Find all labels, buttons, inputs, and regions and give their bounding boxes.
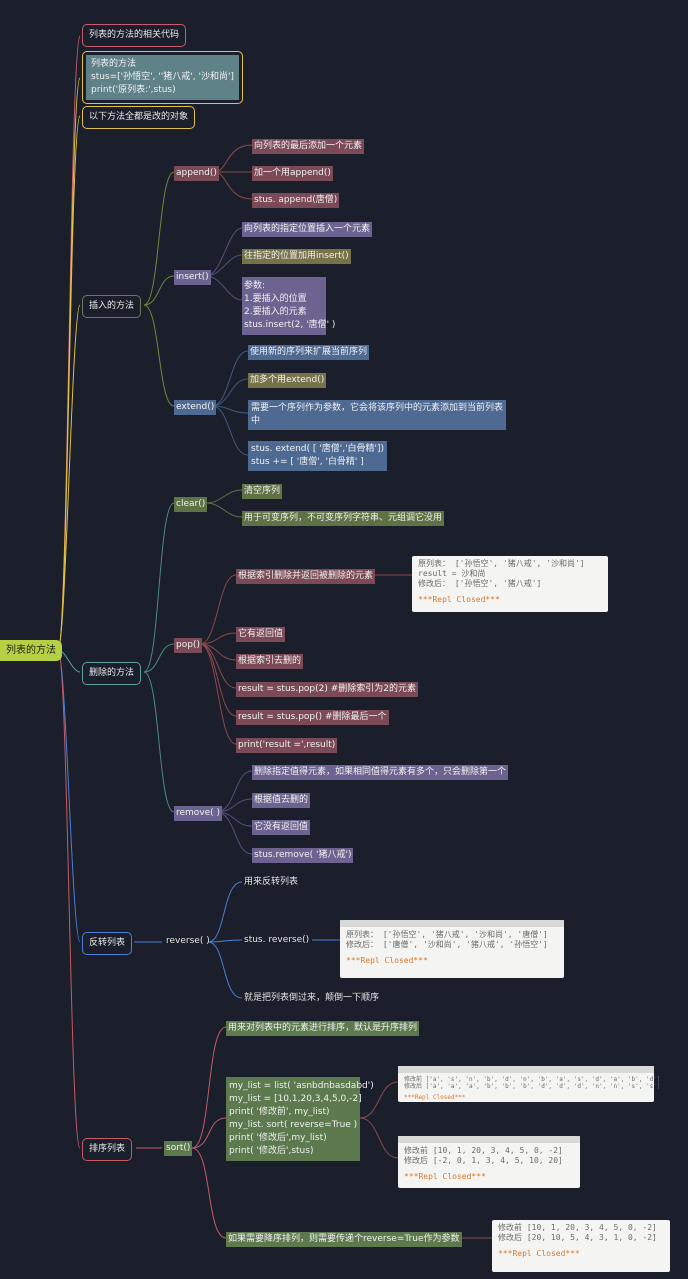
remove-method: remove( ) xyxy=(174,806,223,821)
console-closed: ***Repl Closed*** xyxy=(346,956,428,965)
insert-param-line: 2.要插入的元素 xyxy=(244,307,307,317)
sort-code-line: my_list. sort( reverse=True ) xyxy=(229,1120,358,1130)
clear-item: 用于可变序列，不可变序列字符串、元组调它没用 xyxy=(242,511,445,526)
sort-item: 如果需要降序排列，则需要传递个reverse=True作为参数 xyxy=(226,1232,462,1247)
console-line: 原列表： ['孙悟空', '猪八戒', '沙和尚'] xyxy=(418,559,585,568)
intro-title: 列表的方法的相关代码 xyxy=(82,24,187,47)
sort-code-line: print( '修改后',my_list) xyxy=(229,1133,327,1143)
reverse-method: reverse( ) xyxy=(166,936,210,946)
sort-console-output-1: 修改前 ['a', 's', 'n', 'b', 'd', 'n', 'b', … xyxy=(398,1066,661,1102)
extend-item: 使用新的序列来扩展当前序列 xyxy=(248,345,370,360)
intro-code-line: print('原列表:',stus) xyxy=(91,85,176,95)
console-line: 修改后： ['孙悟空', '猪八戒'] xyxy=(418,579,542,588)
console-line: 修改后 [20, 10, 5, 4, 3, 1, 0, -2] xyxy=(498,1233,657,1242)
pop-item: print('result =',result) xyxy=(236,738,338,753)
insert-item: 向列表的指定位置插入一个元素 xyxy=(242,222,373,237)
append-item: 向列表的最后添加一个元素 xyxy=(252,139,365,154)
intro-note: 以下方法全都是改的对象 xyxy=(82,106,196,129)
sort-code-line: print( '修改前', my_list) xyxy=(229,1107,330,1117)
pop-item: result = stus.pop(2) #删除索引为2的元素 xyxy=(236,682,419,697)
reverse-item: stus. reverse() xyxy=(244,935,310,945)
intro-code-box: 列表的方法 stus=['孙悟空', ''猪八戒', '沙和尚'] print(… xyxy=(82,51,243,104)
insert-method: insert() xyxy=(174,270,211,285)
reverse-console-output: 原列表： ['孙悟空', '猪八戒', '沙和尚', '唐僧'] 修改后： ['… xyxy=(340,920,564,978)
console-closed: ***Repl Closed*** xyxy=(404,1172,486,1181)
pop-item: 它有返回值 xyxy=(236,627,286,642)
reverse-item: 用来反转列表 xyxy=(244,877,299,887)
append-method: append() xyxy=(174,166,219,181)
insert-section-label: 插入的方法 xyxy=(82,295,142,318)
delete-section-text: 删除的方法 xyxy=(89,668,135,678)
console-line: 修改前 [10, 1, 20, 3, 4, 5, 0, -2] xyxy=(404,1146,563,1155)
pop-item: 根据索引删除并返回被删除的元素 xyxy=(236,569,376,584)
sort-code: my_list = list( 'asnbdnbasdabd') my_list… xyxy=(226,1077,374,1161)
extend-desc-line: 中 xyxy=(251,416,261,426)
console-closed: ***Repl Closed*** xyxy=(404,1094,466,1101)
reverse-section-text: 反转列表 xyxy=(89,938,126,948)
extend-code-line: stus += [ '唐僧', '白骨精' ] xyxy=(251,457,364,467)
sort-console-output-3: 修改前 [10, 1, 20, 3, 4, 5, 0, -2] 修改后 [20,… xyxy=(492,1220,670,1272)
extend-desc-line: 需要一个序列作为参数，它会将该序列中的元素添加到当前列表 xyxy=(251,403,504,413)
console-line: 原列表： ['孙悟空', '猪八戒', '沙和尚', '唐僧'] xyxy=(346,930,548,939)
console-line: 修改后 [-2, 0, 1, 3, 4, 5, 10, 20] xyxy=(404,1156,563,1165)
console-line: 修改前 [10, 1, 20, 3, 4, 5, 0, -2] xyxy=(498,1223,657,1232)
clear-item: 清空序列 xyxy=(242,484,283,499)
delete-section-label: 删除的方法 xyxy=(82,662,142,685)
console-closed: ***Repl Closed*** xyxy=(418,595,500,604)
sort-code-line: print( '修改后',stus) xyxy=(229,1146,314,1156)
reverse-item: 就是把列表倒过来，颠倒一下顺序 xyxy=(244,993,380,1003)
sort-item: 用来对列表中的元素进行排序，默认是升序排列 xyxy=(226,1021,420,1036)
intro-code: 列表的方法 stus=['孙悟空', ''猪八戒', '沙和尚'] print(… xyxy=(86,55,239,100)
append-item: 加一个用append() xyxy=(252,166,333,181)
remove-item: 它没有返回值 xyxy=(252,820,311,835)
extend-method: extend() xyxy=(174,400,217,415)
extend-code-line: stus. extend( [ '唐僧','白骨精']) xyxy=(251,444,385,454)
pop-method: pop() xyxy=(174,638,202,653)
extend-item: 加多个用extend() xyxy=(248,373,327,388)
pop-console-output: 原列表： ['孙悟空', '猪八戒', '沙和尚'] result = 沙和尚 … xyxy=(412,556,608,612)
console-closed: ***Repl Closed*** xyxy=(498,1249,580,1258)
console-line: 修改后 ['a', 'a', 'a', 'b', 'b', 'b', 'd', … xyxy=(404,1083,661,1090)
console-title-bar xyxy=(398,1066,654,1073)
remove-item: 删除指定值得元素，如果相同值得元素有多个，只会删除第一个 xyxy=(252,765,509,780)
insert-param-line: 参数: xyxy=(244,281,266,291)
clear-method: clear() xyxy=(174,497,208,512)
console-title-bar xyxy=(398,1136,580,1143)
extend-code: stus. extend( [ '唐僧','白骨精']) stus += [ '… xyxy=(248,441,388,471)
remove-item: 根据值去删的 xyxy=(252,793,311,808)
intro-note-text: 以下方法全都是改的对象 xyxy=(89,112,189,122)
insert-item: 往指定的位置加用insert() xyxy=(242,249,351,264)
intro-code-line: 列表的方法 xyxy=(91,59,137,69)
sort-section-text: 排序列表 xyxy=(89,1144,126,1154)
remove-item: stus.remove( '猪八戒') xyxy=(252,848,354,863)
pop-item: 根据索引去删的 xyxy=(236,654,304,669)
root-node: 列表的方法 xyxy=(0,640,62,661)
sort-code-line: my_list = list( 'asnbdnbasdabd') xyxy=(229,1081,374,1091)
intro-title-text: 列表的方法的相关代码 xyxy=(89,30,180,40)
console-title-bar xyxy=(340,920,564,927)
sort-method: sort() xyxy=(164,1141,193,1156)
console-line: 修改前 ['a', 's', 'n', 'b', 'd', 'n', 'b', … xyxy=(404,1076,661,1083)
reverse-section-label: 反转列表 xyxy=(82,932,133,955)
insert-section-text: 插入的方法 xyxy=(89,301,135,311)
console-line: 修改后： ['唐僧', '沙和尚', '猪八戒', '孙悟空'] xyxy=(346,940,548,949)
append-item: stus. append(唐僧) xyxy=(252,193,340,208)
insert-param-line: 1.要插入的位置 xyxy=(244,294,307,304)
intro-code-line: stus=['孙悟空', ''猪八戒', '沙和尚'] xyxy=(91,72,234,82)
console-line: result = 沙和尚 xyxy=(418,569,486,578)
sort-console-output-2: 修改前 [10, 1, 20, 3, 4, 5, 0, -2] 修改后 [-2,… xyxy=(398,1136,580,1188)
insert-params: 参数: 1.要插入的位置 2.要插入的元素 stus.insert(2, '唐僧… xyxy=(242,277,336,335)
insert-param-line: stus.insert(2, '唐僧' ) xyxy=(244,320,336,330)
sort-code-line: my_list = [10,1,20,3,4,5,0,-2] xyxy=(229,1094,362,1104)
pop-item: result = stus.pop() #删除最后一个 xyxy=(236,710,389,725)
sort-section-label: 排序列表 xyxy=(82,1138,133,1161)
extend-desc: 需要一个序列作为参数，它会将该序列中的元素添加到当前列表 中 xyxy=(248,400,506,430)
